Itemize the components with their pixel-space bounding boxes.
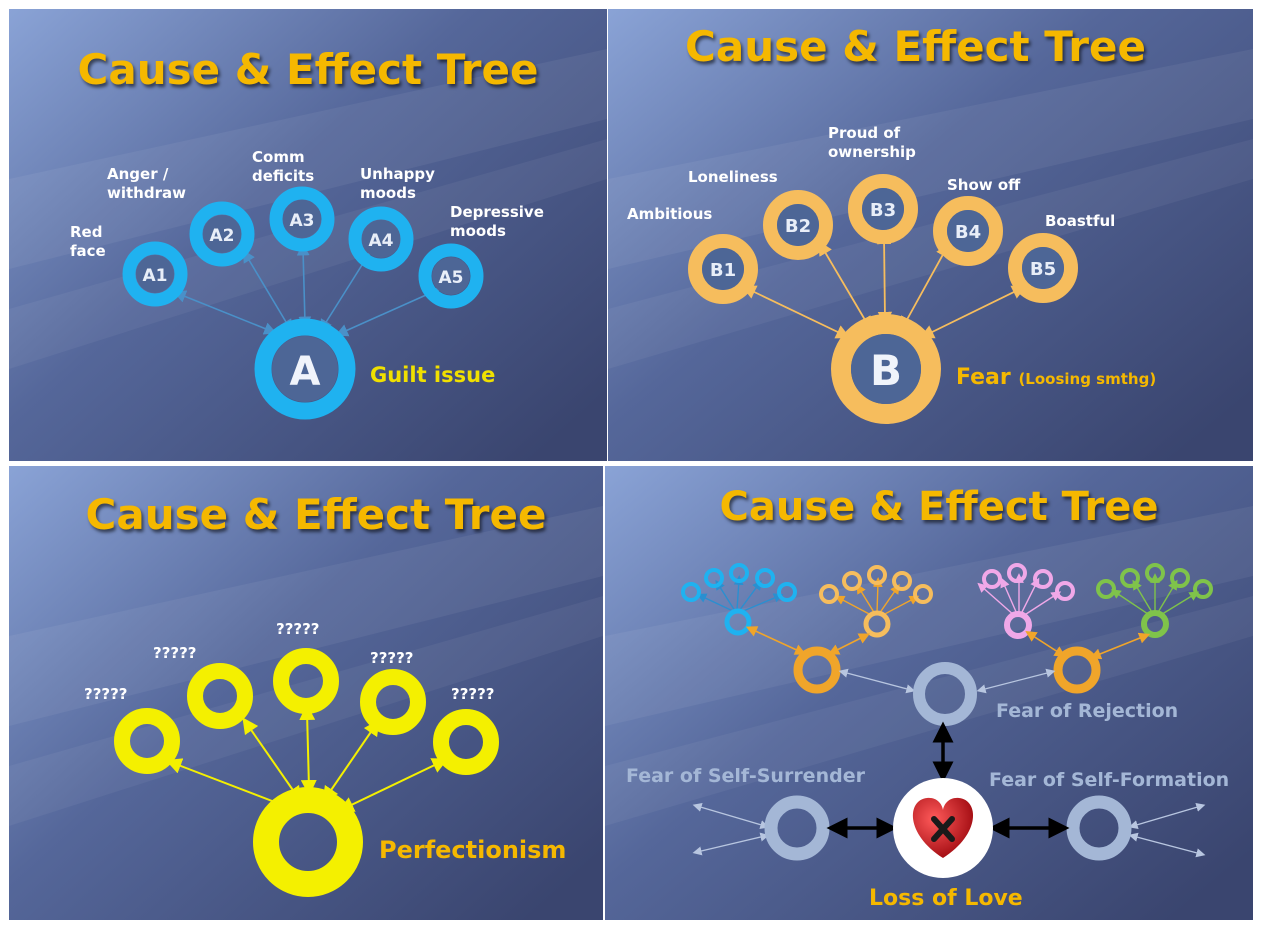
cluster-orange <box>819 565 933 638</box>
link-b3 <box>876 229 893 327</box>
node-self-surrender <box>764 795 830 861</box>
node-a1: A1 <box>122 241 188 307</box>
link-c3 <box>299 704 317 796</box>
label-b3: Proud of ownership <box>828 124 916 161</box>
cluster-blue <box>681 563 797 636</box>
hub-a: A <box>254 318 356 420</box>
svg-text:A: A <box>290 349 321 395</box>
diagram-guilt: A1 A2 A3 A4 A5 A <box>122 186 484 420</box>
link-c2 <box>242 717 302 803</box>
label-a3: Comm deficits <box>252 148 315 185</box>
svg-text:B4: B4 <box>955 222 981 243</box>
label-a2: Anger / withdraw <box>107 165 186 202</box>
hub-b: B <box>831 314 941 424</box>
label-c5: ????? <box>451 685 495 703</box>
svg-text:B1: B1 <box>710 260 736 281</box>
label-b4: Show off <box>947 176 1021 194</box>
panel-loss-of-love: Cause & Effect Tree <box>605 466 1253 920</box>
link-c5 <box>337 758 449 812</box>
link-a4 <box>319 251 371 333</box>
label-c2: ????? <box>153 644 197 662</box>
svg-text:B2: B2 <box>785 216 811 237</box>
link-a1 <box>173 290 277 335</box>
cluster-green <box>1096 563 1213 638</box>
panel-guilt: Cause & Effect Tree A1 A2 A3 <box>9 9 607 461</box>
node-b2: B2 <box>763 190 833 260</box>
node-a4: A4 <box>348 206 414 272</box>
svg-text:A5: A5 <box>439 268 464 288</box>
node-c5 <box>433 709 499 775</box>
link-b4 <box>900 242 950 332</box>
hub-label-guilt: Guilt issue <box>370 363 496 387</box>
hub-label-fear-main: Fear <box>956 365 1011 390</box>
slide-title: Cause & Effect Tree <box>77 45 539 94</box>
label-a1: Red face <box>70 223 106 260</box>
slide-title: Cause & Effect Tree <box>685 22 1146 71</box>
label-b1: Ambitious <box>627 205 713 223</box>
link-b1 <box>741 285 851 339</box>
cluster-pink <box>977 563 1075 639</box>
node-self-formation <box>1066 795 1132 861</box>
svg-text:B3: B3 <box>870 200 896 221</box>
svg-text:A4: A4 <box>369 231 394 251</box>
x-mark-icon <box>931 816 955 842</box>
label-a4: Unhappy moods <box>360 165 435 202</box>
node-b1: B1 <box>688 234 758 304</box>
svg-text:A2: A2 <box>210 226 235 246</box>
hub-label-fear: Fear (Loosing smthg) <box>956 365 1156 390</box>
node-b4: B4 <box>933 196 1003 266</box>
node-c4 <box>360 669 426 735</box>
label-self-formation: Fear of Self-Formation <box>989 769 1230 791</box>
svg-text:B: B <box>870 346 902 395</box>
hub-c <box>253 787 363 897</box>
label-rejection: Fear of Rejection <box>996 700 1179 722</box>
label-c1: ????? <box>84 685 128 703</box>
link-b2 <box>818 240 872 332</box>
link-a2 <box>242 249 293 333</box>
link-c4 <box>322 719 380 803</box>
diagram-perfectionism <box>114 648 499 897</box>
svg-text:A1: A1 <box>143 266 168 286</box>
label-core: Loss of Love <box>869 886 1023 911</box>
slide-title: Cause & Effect Tree <box>85 490 547 539</box>
link-a3 <box>296 242 312 330</box>
hub-label-fear-sub: (Loosing smthg) <box>1018 370 1157 388</box>
node-c1 <box>114 708 180 774</box>
mid-node-left <box>793 646 841 694</box>
svg-text:A3: A3 <box>290 211 315 231</box>
node-a5: A5 <box>418 243 484 309</box>
node-a2: A2 <box>189 201 255 267</box>
diagram-fear: B1 B2 B3 B4 B5 B <box>688 174 1078 424</box>
label-a5: Depressive moods <box>450 203 544 240</box>
link-a5 <box>335 287 441 337</box>
svg-text:B5: B5 <box>1030 259 1056 280</box>
mid-node-right <box>1053 646 1101 694</box>
link-b5 <box>919 285 1027 339</box>
node-c2 <box>187 663 253 729</box>
hub-label-perfectionism: Perfectionism <box>379 836 567 864</box>
label-b2: Loneliness <box>688 168 778 186</box>
slide-title: Cause & Effect Tree <box>719 484 1159 530</box>
node-rejection <box>913 662 977 726</box>
label-c4: ????? <box>370 649 414 667</box>
label-b5: Boastful <box>1045 212 1116 230</box>
label-self-surrender: Fear of Self-Surrender <box>626 765 865 787</box>
node-b3: B3 <box>848 174 918 244</box>
node-core <box>893 778 993 878</box>
node-a3: A3 <box>269 186 335 252</box>
diagram-loss-of-love <box>681 563 1213 878</box>
panel-perfectionism: Cause & Effect Tree ????? ????? ????? ??… <box>9 466 603 920</box>
node-c3 <box>273 648 339 714</box>
label-c3: ????? <box>276 620 320 638</box>
panel-fear: Cause & Effect Tree B1 B2 B3 <box>608 9 1253 461</box>
node-b5: B5 <box>1008 233 1078 303</box>
